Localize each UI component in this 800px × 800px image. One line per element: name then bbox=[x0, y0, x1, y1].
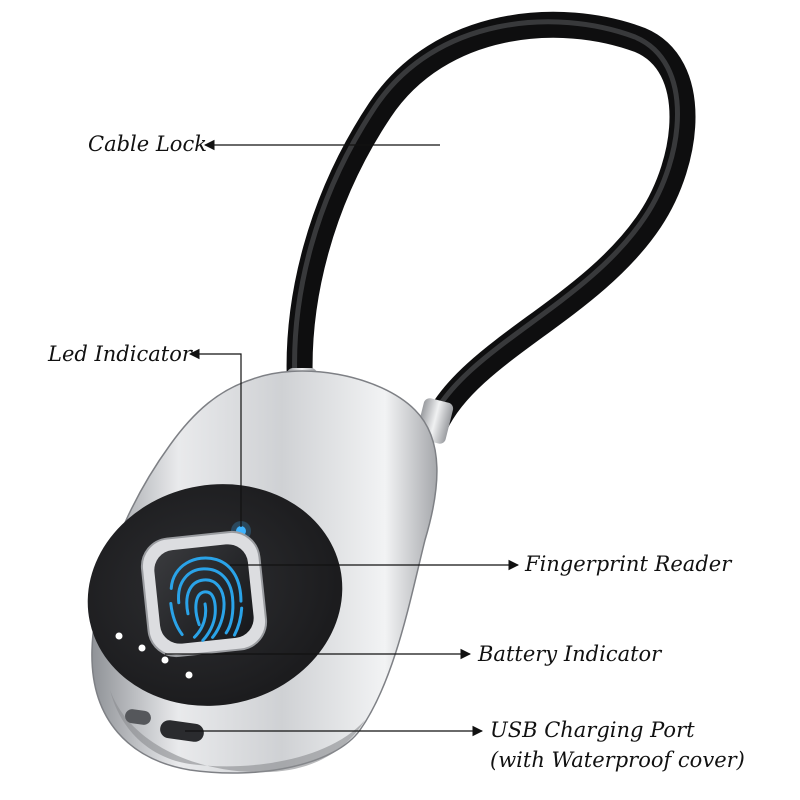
usb-waterproof-cover-label: (with Waterproof cover) bbox=[490, 748, 745, 772]
cable-lock-label: Cable Lock bbox=[88, 132, 207, 156]
fingerprint-reader-label: Fingerprint Reader bbox=[525, 552, 732, 576]
fingerprint-icon bbox=[169, 556, 244, 642]
fingerprint-reader bbox=[140, 530, 268, 658]
lock-body bbox=[87, 370, 438, 774]
battery-dot bbox=[185, 671, 193, 679]
led-indicator-label: Led Indicator bbox=[48, 342, 192, 366]
usb-charging-port bbox=[125, 709, 204, 742]
callout-leaders bbox=[165, 139, 520, 737]
battery-indicator-label: Battery Indicator bbox=[478, 642, 662, 666]
battery-indicator-dots bbox=[115, 632, 193, 679]
battery-dot bbox=[161, 656, 169, 664]
battery-dot bbox=[138, 644, 146, 652]
battery-dot bbox=[115, 632, 123, 640]
usb-charging-port-label: USB Charging Port bbox=[490, 718, 695, 742]
leader-led-indicator bbox=[188, 348, 242, 527]
